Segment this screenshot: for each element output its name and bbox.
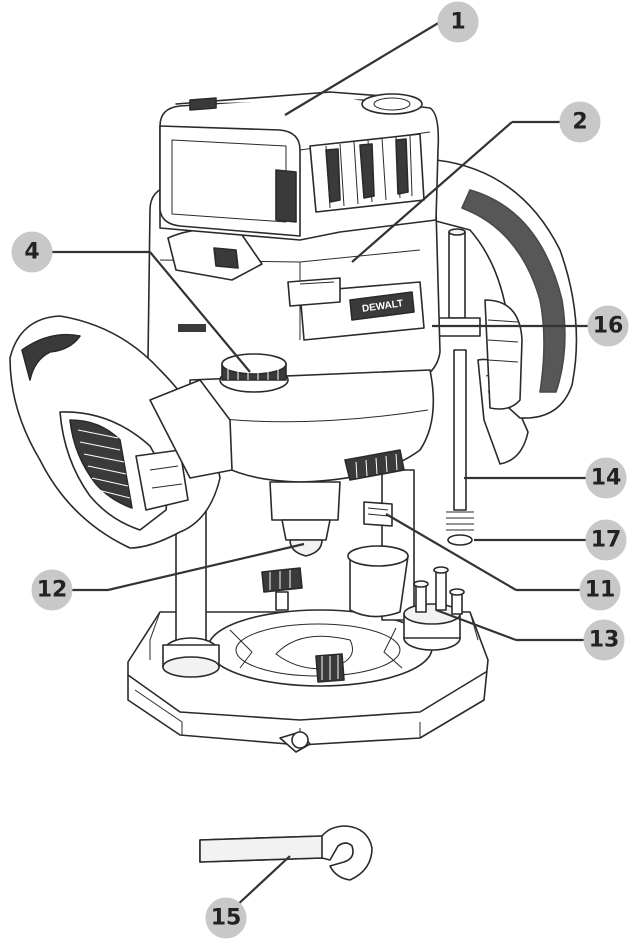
callout-17-label: 17 [591, 528, 622, 553]
callout-4: 4 [11, 231, 53, 273]
callout-12-label: 12 [37, 578, 68, 603]
callout-1: 1 [437, 1, 479, 43]
callout-15: 15 [205, 897, 247, 939]
left-handle [9, 315, 233, 549]
callout-4-label: 4 [24, 240, 39, 265]
callout-15-label: 15 [211, 906, 242, 931]
callout-16: 16 [587, 305, 629, 347]
right-handle [431, 159, 578, 419]
wrench [199, 825, 373, 881]
callout-14-label: 14 [591, 466, 622, 491]
callout-13: 13 [583, 619, 625, 661]
leader-lines [52, 21, 588, 909]
callout-badges: 1 2 4 16 14 17 12 11 [11, 1, 629, 939]
callout-1-label: 1 [450, 10, 465, 35]
callout-12: 12 [31, 569, 73, 611]
callout-2-label: 2 [572, 110, 587, 135]
callout-13-label: 13 [589, 628, 620, 653]
callout-11: 11 [579, 569, 621, 611]
base-knobs [261, 567, 345, 683]
callout-14: 14 [585, 457, 627, 499]
callout-16-label: 16 [593, 314, 624, 339]
callout-17: 17 [585, 519, 627, 561]
callout-11-label: 11 [585, 578, 616, 603]
battery-pack [159, 91, 440, 241]
callout-2: 2 [559, 101, 601, 143]
